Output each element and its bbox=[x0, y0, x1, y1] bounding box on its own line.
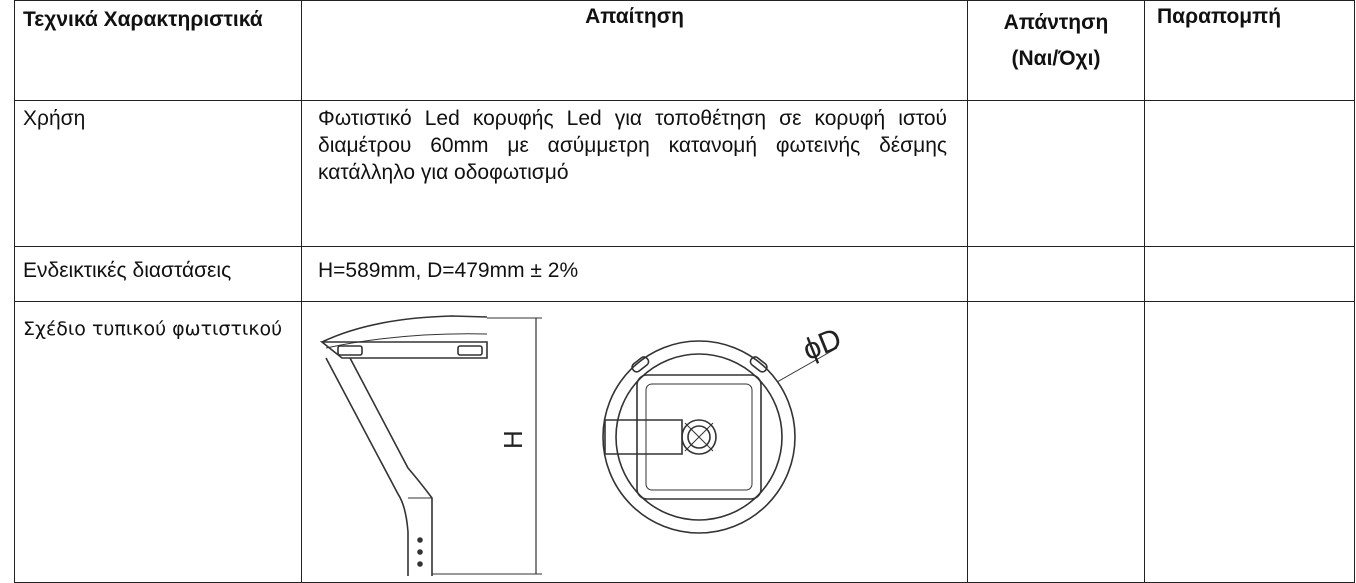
row-reference bbox=[1144, 246, 1355, 302]
row-answer bbox=[967, 301, 1145, 583]
luminaire-drawing-cell: H ϕD bbox=[301, 301, 968, 583]
row-label: Σχέδιο τυπικού φωτιστικού bbox=[14, 301, 302, 583]
row-label: Χρήση bbox=[14, 100, 302, 247]
row-label: Ενδεικτικές διαστάσεις bbox=[14, 246, 302, 302]
header-row: Τεχνικά Χαρακτηριστικά Απαίτηση Απάντηση… bbox=[14, 0, 1355, 101]
table-row: Χρήση Φωτιστικό Led κορυφής Led για τοπο… bbox=[14, 100, 1355, 247]
spec-table: Τεχνικά Χαρακτηριστικά Απαίτηση Απάντηση… bbox=[14, 0, 1355, 583]
canopy-top bbox=[321, 315, 488, 343]
height-label: H bbox=[498, 430, 528, 449]
luminaire-drawing: H ϕD bbox=[319, 315, 846, 576]
diameter-label: ϕD bbox=[798, 322, 846, 367]
table-row: Ενδεικτικές διαστάσεις H=589mm, D=479mm … bbox=[14, 246, 1355, 302]
header-requirement: Απαίτηση bbox=[301, 0, 968, 101]
header-reference: Παραπομπή bbox=[1144, 0, 1355, 101]
row-requirement: Φωτιστικό Led κορυφής Led για τοποθέτηση… bbox=[301, 100, 968, 247]
row-reference bbox=[1144, 301, 1355, 583]
header-answer-line2: (Ναι/Όχι) bbox=[1011, 47, 1101, 70]
header-characteristics: Τεχνικά Χαρακτηριστικά bbox=[14, 0, 302, 101]
row-reference bbox=[1144, 100, 1355, 247]
header-answer-line1: Απάντηση bbox=[1003, 11, 1109, 34]
row-answer bbox=[967, 246, 1145, 302]
header-answer: Απάντηση (Ναι/Όχι) bbox=[967, 0, 1145, 101]
row-answer bbox=[967, 100, 1145, 247]
row-requirement: H=589mm, D=479mm ± 2% bbox=[301, 246, 968, 302]
table-row: Σχέδιο τυπικού φωτιστικού bbox=[14, 301, 1355, 583]
